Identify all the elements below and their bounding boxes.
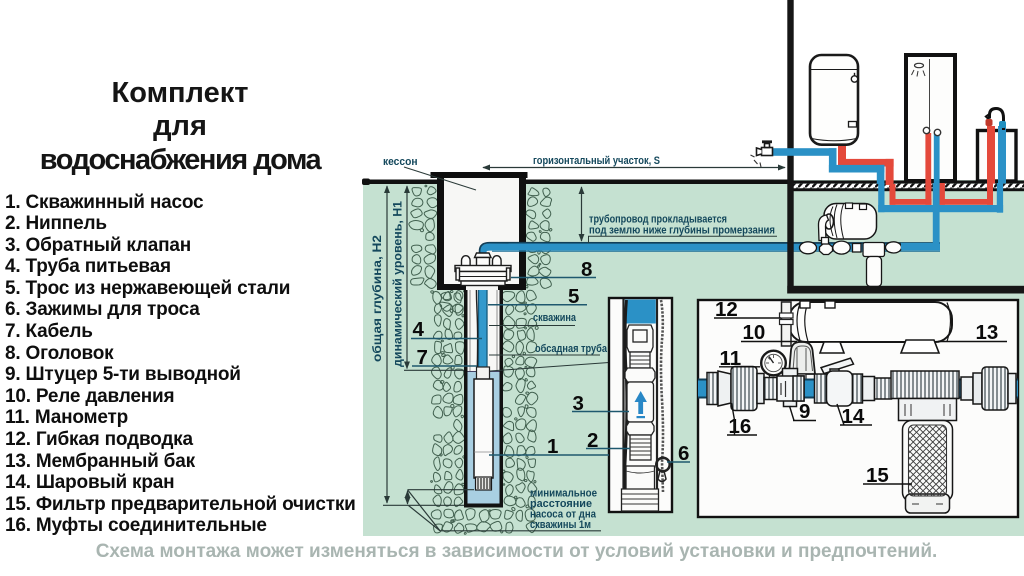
svg-text:минимальное: минимальное [530,488,597,500]
svg-text:кессон: кессон [383,156,418,168]
svg-text:3: 3 [573,392,584,415]
svg-text:горизонтальный участок, S: горизонтальный участок, S [533,155,660,167]
svg-text:8: 8 [581,258,592,281]
svg-text:6: 6 [678,442,689,465]
svg-text:динамический уровень, Н1: динамический уровень, Н1 [391,201,405,367]
svg-text:4: 4 [413,318,425,341]
svg-text:под землю ниже глубины промерз: под землю ниже глубины промерзания [589,225,775,237]
svg-text:расстояние: расстояние [530,498,592,510]
svg-text:скважина: скважина [533,312,577,324]
svg-text:11: 11 [720,347,742,370]
svg-text:10: 10 [743,321,766,344]
svg-text:скважины 1м: скважины 1м [530,519,591,531]
svg-text:трубопровод прокладывается: трубопровод прокладывается [589,214,727,226]
svg-text:14: 14 [842,405,865,428]
svg-text:обсадная труба: обсадная труба [535,343,608,355]
svg-text:насоса от дна: насоса от дна [530,509,596,521]
svg-text:1: 1 [547,435,558,458]
svg-text:15: 15 [866,464,889,487]
svg-text:9: 9 [799,400,810,423]
svg-text:общая глубина, Н2: общая глубина, Н2 [370,235,384,362]
svg-text:5: 5 [568,285,579,308]
svg-text:13: 13 [976,321,999,344]
svg-text:7: 7 [417,346,428,369]
svg-text:2: 2 [587,429,598,452]
svg-text:12: 12 [715,298,738,321]
